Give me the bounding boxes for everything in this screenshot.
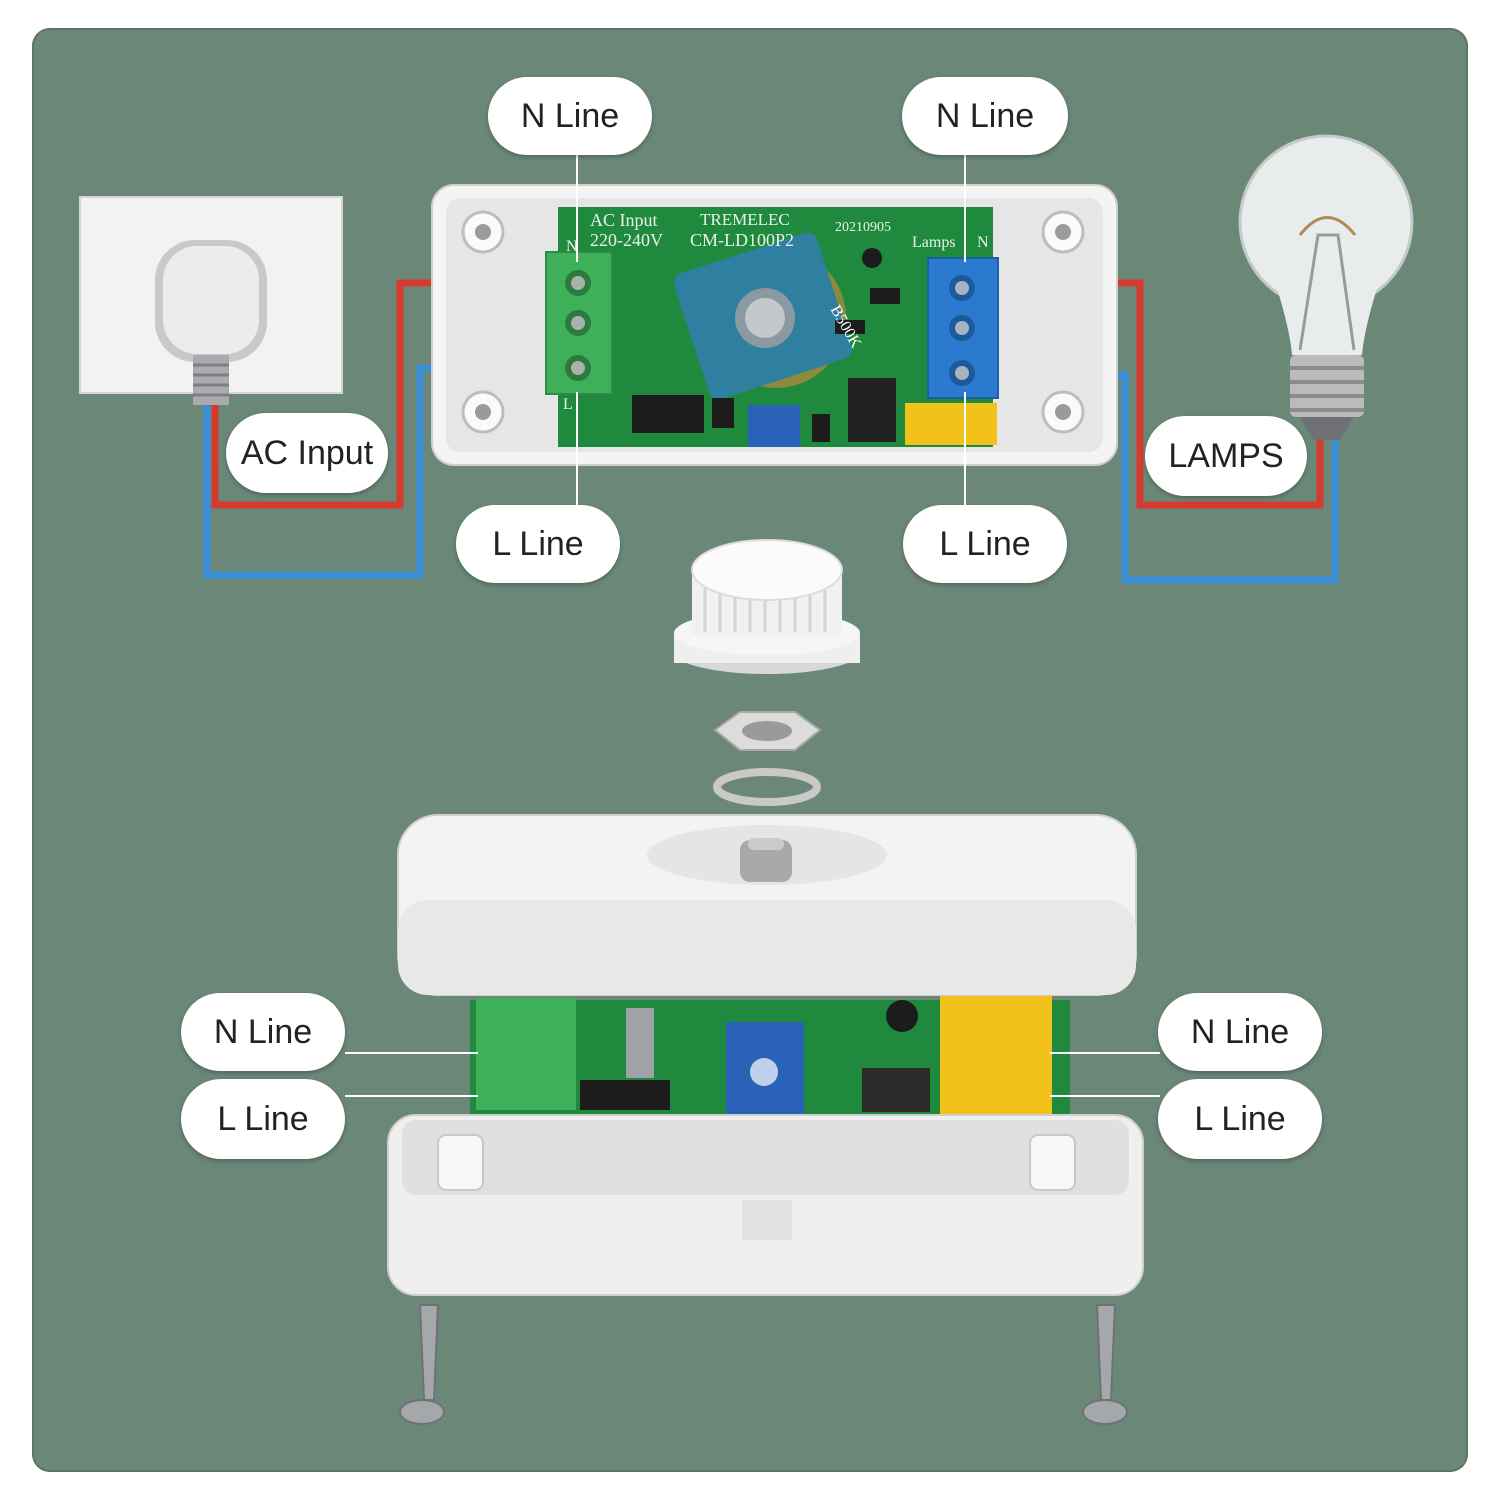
label-l-line-right: L Line bbox=[1158, 1079, 1322, 1159]
hex-nut-icon bbox=[713, 711, 822, 751]
pcb-l-mark: L bbox=[563, 396, 573, 413]
label-n-line-left: N Line bbox=[181, 993, 345, 1071]
ic-chip bbox=[632, 395, 704, 433]
potentiometer bbox=[673, 232, 853, 400]
relay bbox=[905, 403, 997, 445]
leader-lines-bottom bbox=[345, 1052, 1160, 1097]
pcb-brand-text: TREMELEC bbox=[700, 210, 790, 229]
label-l-line-left: L Line bbox=[181, 1079, 345, 1159]
label-l-line-input: L Line bbox=[456, 505, 620, 583]
pcb-ac-input-text: AC Input bbox=[590, 210, 658, 230]
output-terminal-block bbox=[927, 257, 999, 399]
label-l-line-output: L Line bbox=[903, 505, 1067, 583]
pcb-voltage-text: 220-240V bbox=[590, 230, 663, 250]
light-bulb-icon bbox=[1238, 134, 1414, 440]
label-ac-input: AC Input bbox=[226, 413, 388, 493]
dimmer-knob-icon bbox=[674, 539, 860, 674]
pcb-model-text: CM-LD100P2 bbox=[690, 230, 795, 250]
circuit-board-side bbox=[470, 996, 1070, 1128]
leader-lines-top bbox=[576, 155, 966, 510]
enclosure-base bbox=[387, 1114, 1144, 1296]
washer-icon bbox=[713, 768, 821, 806]
triac bbox=[848, 378, 896, 442]
pcb-n-mark-input: N bbox=[566, 238, 578, 255]
pcb-lamps-text: Lamps bbox=[912, 234, 956, 251]
label-n-line-output: N Line bbox=[902, 77, 1068, 155]
pcb-date-text: 20210905 bbox=[835, 220, 891, 235]
screw-icon bbox=[399, 1304, 1128, 1425]
trim-potentiometer bbox=[748, 405, 800, 447]
pcb-n-mark: N bbox=[977, 234, 989, 251]
wall-socket-icon bbox=[79, 196, 343, 405]
input-terminal-block bbox=[545, 251, 613, 395]
label-lamps: LAMPS bbox=[1145, 416, 1307, 496]
label-n-line-right: N Line bbox=[1158, 993, 1322, 1071]
enclosure-lid bbox=[397, 814, 1137, 996]
label-n-line-input: N Line bbox=[488, 77, 652, 155]
circuit-board bbox=[545, 207, 999, 447]
